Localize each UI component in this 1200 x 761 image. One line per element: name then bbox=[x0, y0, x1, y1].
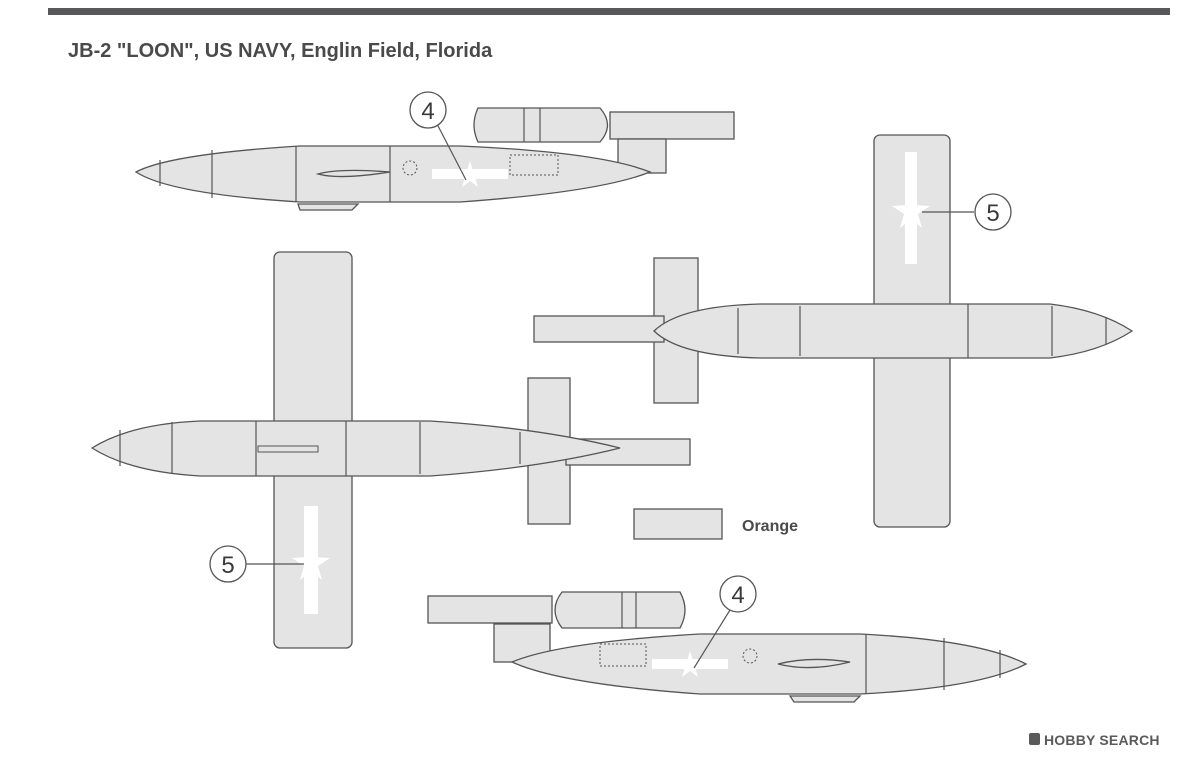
watermark-text: HOBBY SEARCH bbox=[1044, 732, 1160, 748]
side-bottom-fuselage bbox=[510, 633, 1028, 695]
side-top-tailplane bbox=[609, 111, 735, 140]
us-star-insignia-icon bbox=[457, 161, 483, 187]
callout-side-bottom: 4 bbox=[693, 575, 757, 669]
side-view-top bbox=[134, 107, 735, 211]
callout-number: 5 bbox=[221, 552, 234, 579]
side-top-fuselage bbox=[134, 145, 652, 203]
planform-right-pulsejet bbox=[533, 315, 665, 343]
planform-right bbox=[533, 134, 1134, 528]
header-bar bbox=[48, 8, 1170, 15]
callout-number: 4 bbox=[421, 98, 434, 125]
callout-wing-top-view: 5 bbox=[922, 193, 1012, 231]
side-bottom-pulsejet bbox=[554, 591, 686, 629]
planform-right-fuselage bbox=[653, 303, 1134, 359]
page-title: JB-2 "LOON", US NAVY, Englin Field, Flor… bbox=[68, 40, 493, 62]
side-top-pulsejet bbox=[473, 107, 609, 143]
color-legend: Orange bbox=[633, 508, 798, 540]
us-star-insignia-icon bbox=[292, 544, 330, 580]
legend-label: Orange bbox=[742, 518, 798, 535]
us-star-insignia-icon bbox=[892, 192, 930, 228]
callout-side-top: 4 bbox=[409, 91, 467, 181]
legend-swatch-orange bbox=[633, 508, 723, 540]
callout-number: 4 bbox=[731, 582, 744, 609]
us-star-insignia-icon bbox=[677, 651, 703, 677]
callout-number: 5 bbox=[986, 200, 999, 227]
callout-wing-bottom-view: 5 bbox=[209, 545, 304, 583]
side-bottom-tailplane bbox=[427, 595, 553, 624]
side-bottom-fin bbox=[493, 623, 551, 663]
planform-left-fuselage bbox=[90, 420, 621, 477]
side-view-bottom bbox=[427, 591, 1028, 703]
hobby-search-logo-icon bbox=[1029, 733, 1040, 745]
planform-left bbox=[90, 251, 691, 649]
